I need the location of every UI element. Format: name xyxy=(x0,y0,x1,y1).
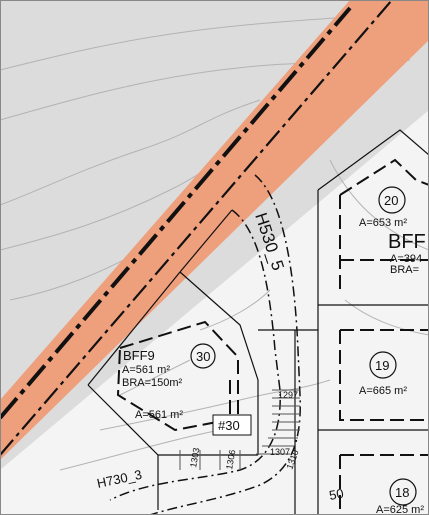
elevation-1297: 1297 xyxy=(278,390,298,400)
plot-19-area: A=665 m² xyxy=(359,385,407,397)
plot-bff9-bra: BRA=150m² xyxy=(122,377,183,389)
plot-boundaries xyxy=(87,129,429,515)
plan-area xyxy=(0,110,429,515)
plot-bff9-label: BFF9 xyxy=(123,348,155,363)
plot-19-circle xyxy=(369,351,397,379)
elevation-1303: 1303 xyxy=(188,447,201,468)
access-road-lines xyxy=(109,174,301,515)
plot-18-number: 18 xyxy=(395,485,409,500)
plot-30-number: 30 xyxy=(196,349,210,364)
sidewalk-hatch xyxy=(179,389,300,470)
road-centerline xyxy=(0,0,393,456)
plot-bff9-area: A=561 m² xyxy=(122,364,170,376)
plot-30-tag: #30 xyxy=(218,418,240,433)
plot-30-area: A=561 m² xyxy=(135,409,183,421)
plot-30-tag-box xyxy=(212,414,252,436)
plot-20-bff: BFF xyxy=(388,231,426,253)
elevation-1306: 1306 xyxy=(224,449,237,470)
plot-30-circle xyxy=(190,343,216,369)
plot-18-circle xyxy=(389,478,417,506)
plot-20-a2: A=394 xyxy=(390,253,422,265)
road-edge-thick xyxy=(0,6,352,420)
plot-19-number: 19 xyxy=(375,358,389,373)
plot-20-area: A=653 m² xyxy=(359,217,407,229)
plot-18-area: A=625 m² xyxy=(376,504,424,515)
plot-20-circle xyxy=(378,186,406,214)
plot-20-bra: BRA= xyxy=(390,264,419,276)
elevation-1307: 1307 xyxy=(270,447,290,457)
contour-label-50: 50 xyxy=(328,486,345,503)
plot-20-number: 20 xyxy=(384,193,398,208)
building-limits xyxy=(116,158,429,515)
